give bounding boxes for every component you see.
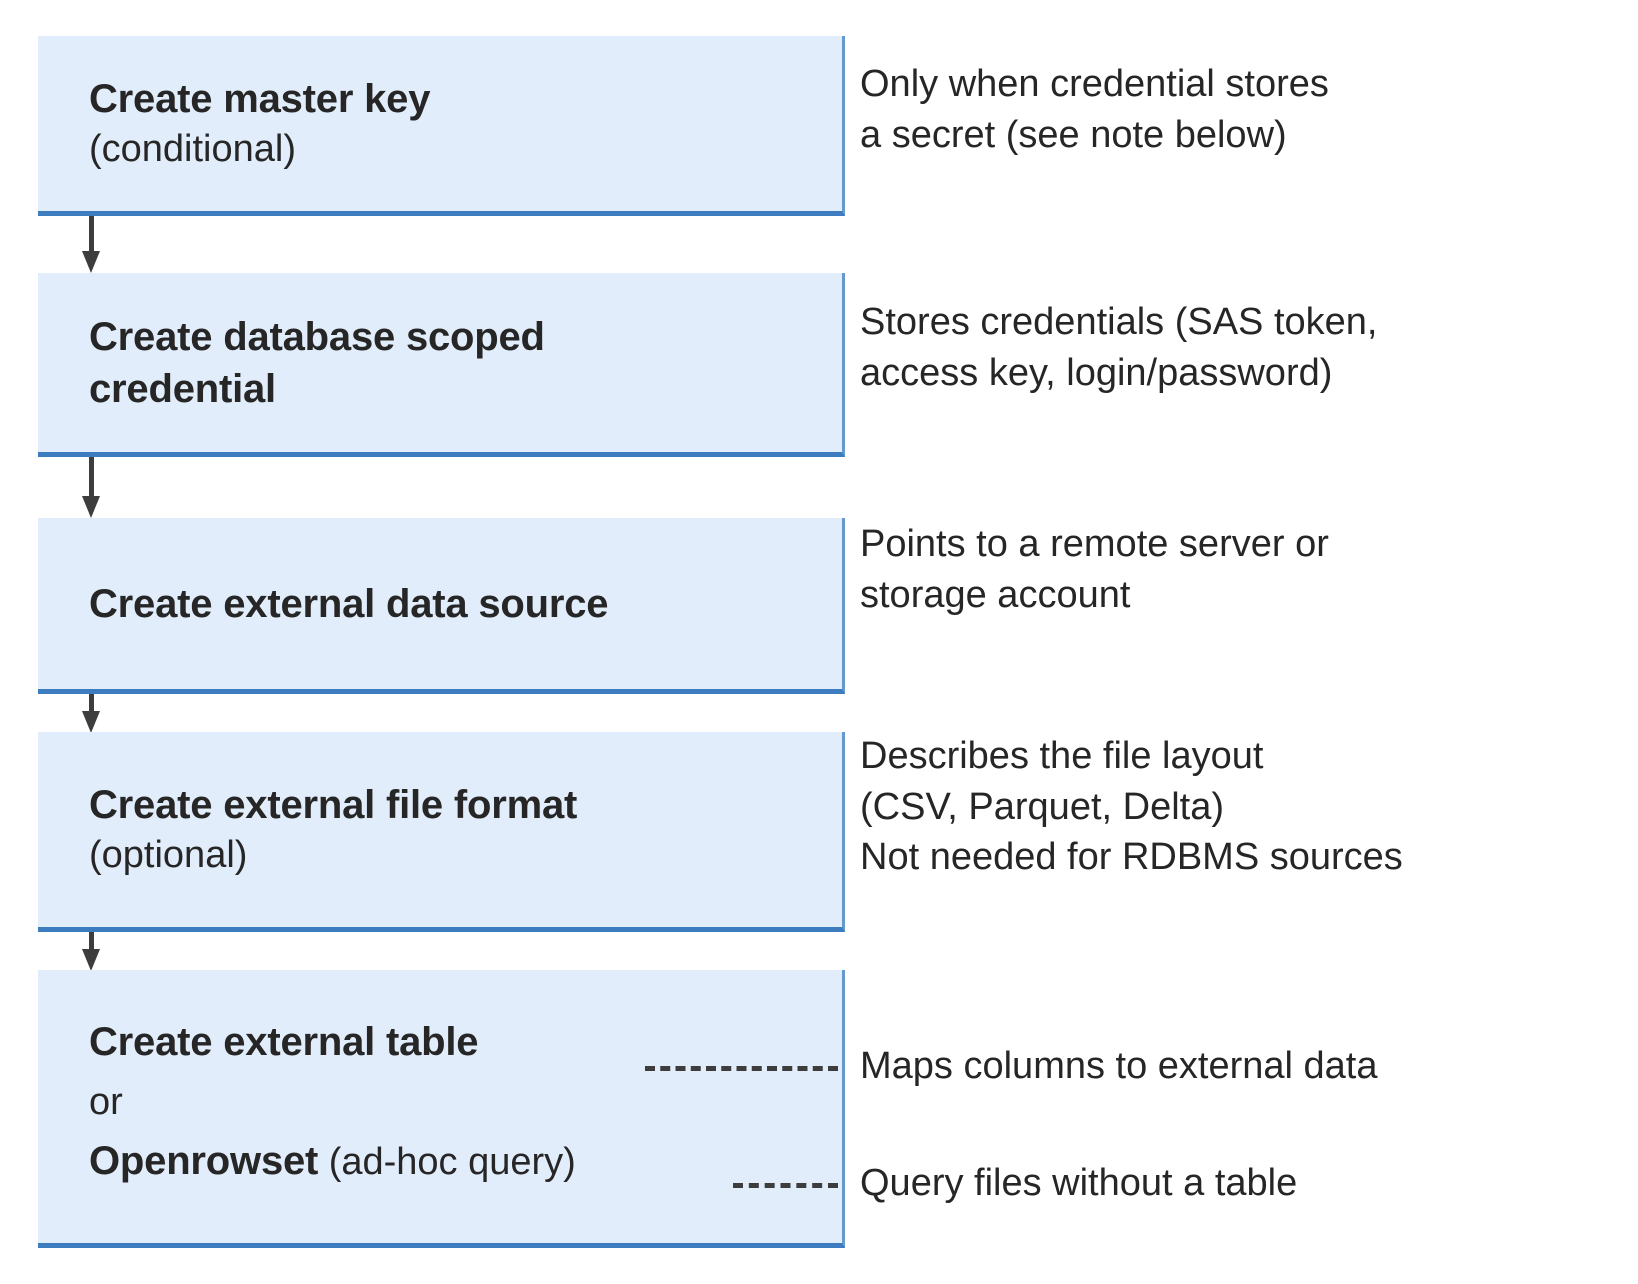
step-box-create-master-key[interactable]: Create master key (conditional) [38, 36, 845, 216]
dashed-connector-openrowset [733, 1183, 838, 1188]
step-note-create-external-file-format: Describes the file layout (CSV, Parquet,… [860, 735, 1403, 879]
step-note-create-master-key: Only when credential stores a secret (se… [860, 63, 1329, 156]
step-subtitle: (conditional) [89, 127, 296, 170]
step-note-external-table: Maps columns to external data [860, 1045, 1378, 1087]
arrow-down-icon-1 [82, 216, 100, 273]
step-alt-title: Openrowset [89, 1139, 319, 1184]
step-alt-title-row: Openrowset (ad-hoc query) [89, 1135, 830, 1187]
step-note-create-database-scoped-credential: Stores credentials (SAS token, access ke… [860, 301, 1378, 394]
step-title: Create external data source [89, 581, 609, 626]
step-note-create-external-data-source: Points to a remote server or storage acc… [860, 523, 1329, 616]
step-box-create-database-scoped-credential[interactable]: Create database scoped credential [38, 273, 845, 457]
step-box-create-external-file-format[interactable]: Create external file format (optional) [38, 732, 845, 932]
arrow-down-icon-4 [82, 932, 100, 971]
dashed-connector-external-table [645, 1066, 838, 1071]
step-title: Create external table [89, 1020, 479, 1064]
arrow-down-icon-3 [82, 694, 100, 733]
step-alt-suffix: (ad-hoc query) [318, 1141, 576, 1184]
step-title: Create master key [89, 76, 431, 121]
step-subtitle: (optional) [89, 833, 248, 876]
step-box-create-external-table-or-openrowset[interactable]: Create external table or Openrowset (ad-… [38, 970, 845, 1248]
step-or-label: or [89, 1081, 123, 1123]
step-title: Create database scoped credential [89, 314, 545, 411]
arrow-down-icon-2 [82, 457, 100, 518]
step-note-openrowset: Query files without a table [860, 1162, 1298, 1204]
step-box-create-external-data-source[interactable]: Create external data source [38, 518, 845, 694]
step-title: Create external file format [89, 782, 578, 827]
